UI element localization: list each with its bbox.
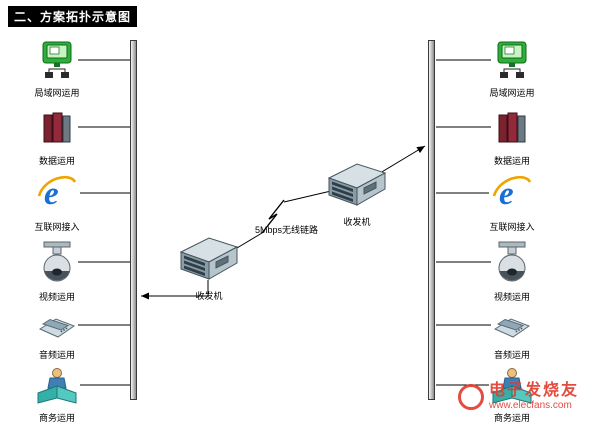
dome-camera-icon bbox=[38, 241, 76, 288]
right-node-internet: 互联网接入 bbox=[477, 173, 547, 233]
left-node-business: 商务运用 bbox=[22, 366, 92, 424]
database-books-icon bbox=[493, 109, 531, 152]
node-label: 视频运用 bbox=[493, 292, 530, 302]
node-label: 音频运用 bbox=[38, 350, 75, 360]
page-title: 二、方案拓扑示意图 bbox=[8, 6, 138, 27]
telephone-icon bbox=[492, 309, 532, 346]
business-people-icon bbox=[36, 366, 78, 409]
node-label: 互联网接入 bbox=[34, 222, 80, 232]
left-node-lan: 局域网运用 bbox=[22, 41, 92, 99]
watermark-name: 电子发烧友 bbox=[489, 382, 580, 399]
node-label: 数据运用 bbox=[38, 156, 75, 166]
left-node-video: 视频运用 bbox=[22, 241, 92, 303]
right-node-audio: 音频运用 bbox=[477, 309, 547, 361]
node-label: 视频运用 bbox=[38, 292, 75, 302]
transceiver-device-icon bbox=[178, 233, 240, 286]
telephone-icon bbox=[37, 309, 77, 346]
left-transceiver: 收发机 bbox=[178, 233, 240, 302]
internet-explorer-icon bbox=[492, 173, 532, 218]
right-transceiver: 收发机 bbox=[326, 159, 388, 228]
watermark-url: www.elecfans.com bbox=[489, 400, 572, 412]
database-books-icon bbox=[38, 109, 76, 152]
transceiver-label: 收发机 bbox=[343, 217, 371, 227]
left-node-audio: 音频运用 bbox=[22, 309, 92, 361]
left-node-data: 数据运用 bbox=[22, 109, 92, 167]
lan-monitor-icon bbox=[493, 41, 531, 84]
right-node-video: 视频运用 bbox=[477, 241, 547, 303]
left-node-internet: 互联网接入 bbox=[22, 173, 92, 233]
right-node-lan: 局域网运用 bbox=[477, 41, 547, 99]
node-label: 商务运用 bbox=[493, 413, 530, 423]
dome-camera-icon bbox=[493, 241, 531, 288]
transceiver-device-icon bbox=[326, 159, 388, 212]
internet-explorer-icon bbox=[37, 173, 77, 218]
right-backbone-bus bbox=[428, 40, 435, 400]
node-label: 音频运用 bbox=[493, 350, 530, 360]
transceiver-label: 收发机 bbox=[195, 291, 223, 301]
right-node-business: 商务运用 bbox=[477, 366, 547, 424]
node-label: 互联网接入 bbox=[489, 222, 535, 232]
node-label: 数据运用 bbox=[493, 156, 530, 166]
node-label: 局域网运用 bbox=[34, 88, 80, 98]
right-node-data: 数据运用 bbox=[477, 109, 547, 167]
left-backbone-bus bbox=[130, 40, 137, 400]
wireless-link-label: 5Mbps无线链路 bbox=[255, 225, 319, 235]
watermark: 电子发烧友 www.elecfans.com bbox=[458, 382, 579, 412]
node-label: 局域网运用 bbox=[489, 88, 535, 98]
elecfans-logo-icon bbox=[458, 383, 484, 410]
lan-monitor-icon bbox=[38, 41, 76, 84]
node-label: 商务运用 bbox=[38, 413, 75, 423]
